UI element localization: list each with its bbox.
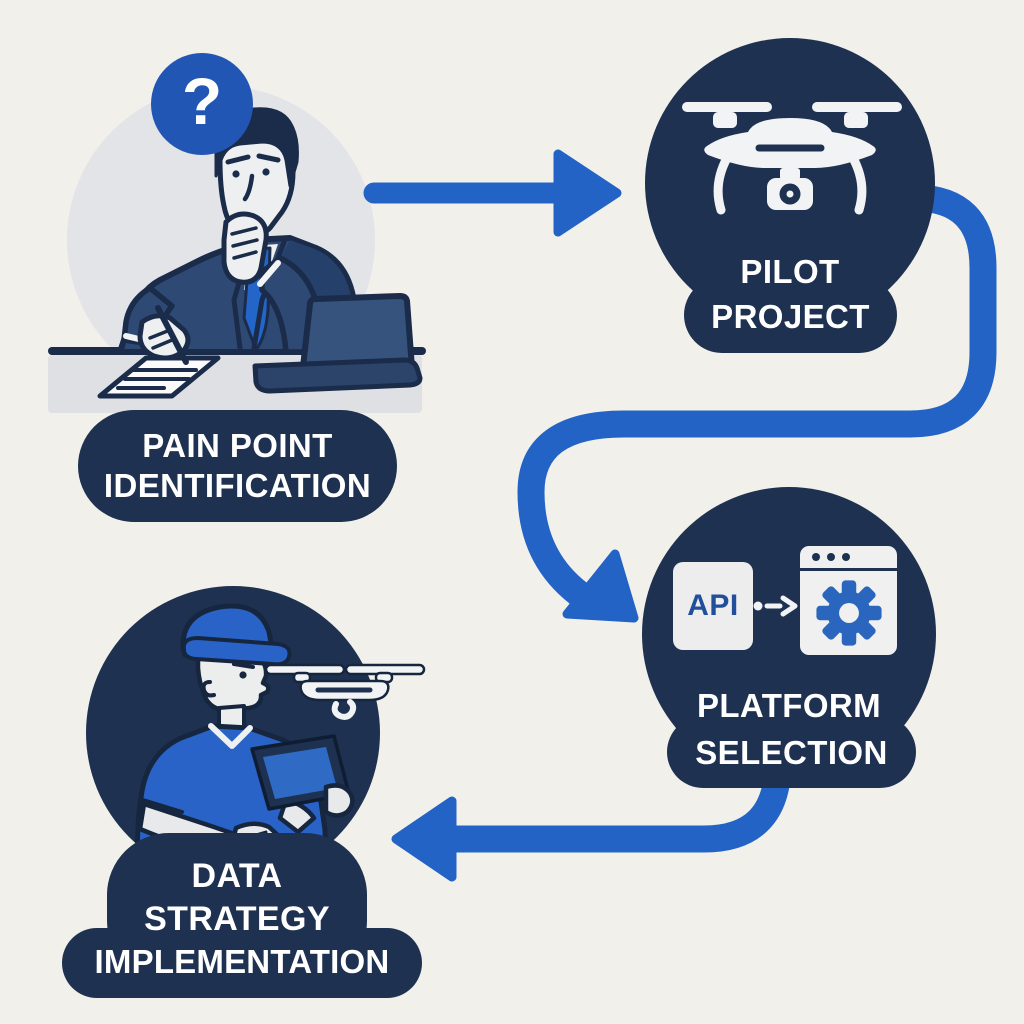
paper-lines — [116, 368, 198, 390]
operator-brow — [232, 662, 255, 669]
laptop-icon — [252, 293, 423, 394]
api-label: API — [687, 589, 739, 622]
laptop-base — [252, 357, 423, 394]
right-cuff — [257, 260, 281, 287]
operator-collar — [208, 723, 253, 749]
browser-titlebar — [800, 546, 897, 568]
operator-eye — [239, 671, 247, 679]
drone-legs — [713, 153, 867, 215]
right-eye — [262, 168, 270, 176]
browser-body — [800, 571, 897, 655]
drone-gimbal — [780, 168, 800, 180]
pilot-project-pill — [684, 277, 897, 353]
drone-icon — [682, 102, 902, 215]
question-mark-icon: ? — [181, 64, 223, 138]
document-pen-icon — [97, 305, 221, 399]
pain-point-label-line2: IDENTIFICATION — [103, 467, 372, 504]
small-drone-camera-ring — [331, 699, 357, 720]
browser-dot-icon — [812, 553, 820, 561]
eyebrows — [225, 153, 281, 165]
data-strategy-pill-lower — [62, 928, 422, 998]
drone-left-hub — [713, 112, 737, 128]
operator-ear — [201, 680, 216, 698]
operator-cap-brim — [181, 636, 292, 667]
platform-selection-pill — [667, 716, 916, 788]
operator-right-hand — [323, 783, 355, 818]
small-drone-icon — [264, 663, 426, 720]
data-strategy-label-line2: STRATEGY — [144, 900, 330, 938]
left-eye — [232, 170, 240, 178]
tablet-screen — [263, 747, 337, 799]
pilot-label-line1: PILOT — [740, 253, 840, 290]
browser-dot-icon — [842, 553, 850, 561]
dotted-arrow-icon — [753, 595, 798, 617]
drone-right-propeller — [812, 102, 902, 112]
gear-icon — [815, 580, 882, 646]
drone-body — [704, 118, 876, 168]
arrow-right-icon — [363, 149, 622, 237]
step-label-pain-point: PAIN POINT IDENTIFICATION — [78, 410, 397, 522]
hand-finger-lines — [148, 328, 174, 350]
laptop-screen — [299, 293, 415, 379]
platform-label-line1: PLATFORM — [696, 687, 882, 724]
pilot-label-line2: PROJECT — [711, 298, 870, 335]
question-bubble: ? — [151, 53, 253, 155]
browser-dot-icon — [827, 553, 835, 561]
nose — [242, 173, 255, 202]
drone-left-propeller — [682, 102, 772, 112]
arrow-s-curve-icon — [517, 184, 997, 623]
pen — [155, 305, 189, 365]
drone-right-hub — [844, 112, 868, 128]
api-card-icon: API — [673, 562, 753, 650]
fist-finger-lines — [230, 226, 259, 260]
data-strategy-label-line3: IMPLEMENTATION — [94, 943, 390, 980]
pain-point-label-line1: PAIN POINT — [142, 427, 333, 464]
drone-lens-dot — [786, 190, 794, 198]
browser-gear-icon — [800, 546, 897, 655]
data-strategy-label-line1: DATA — [191, 857, 283, 895]
chin-fist — [221, 211, 269, 285]
platform-label-line2: SELECTION — [695, 734, 888, 771]
